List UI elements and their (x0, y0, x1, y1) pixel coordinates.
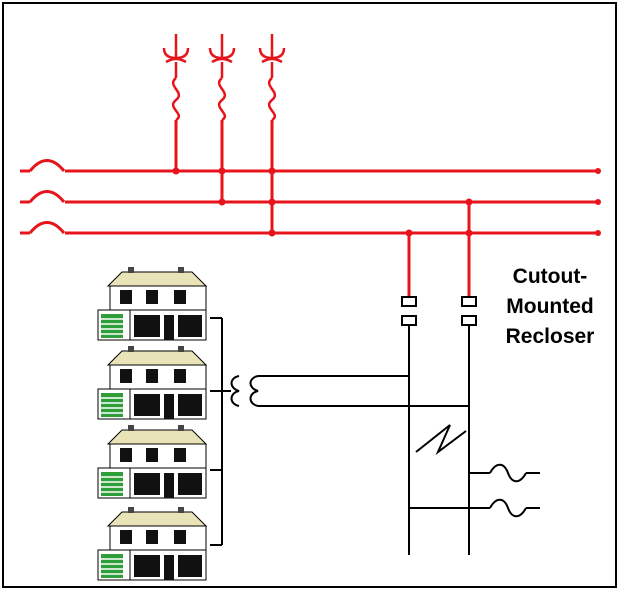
house-icon (97, 345, 207, 420)
house-icon (97, 506, 207, 581)
label-line: Cutout- (512, 265, 588, 288)
line-end-dots (595, 168, 601, 236)
fuse-icon (258, 32, 286, 122)
transformer-icon (222, 375, 259, 407)
fuse-icon (208, 32, 236, 122)
recloser-label: Cutout- Mounted Recloser (488, 262, 612, 352)
label-line: Mounted (506, 295, 594, 318)
tap-risers (174, 120, 471, 296)
house-icon (97, 424, 207, 499)
junction-dots (172, 167, 473, 237)
house-icon (97, 266, 207, 341)
recloser-icon (401, 296, 477, 326)
primary-phase-lines (20, 159, 598, 235)
service-bus (210, 317, 223, 546)
label-line: Recloser (505, 325, 595, 348)
fuse-icon (162, 32, 190, 122)
secondary-lines (258, 325, 540, 555)
